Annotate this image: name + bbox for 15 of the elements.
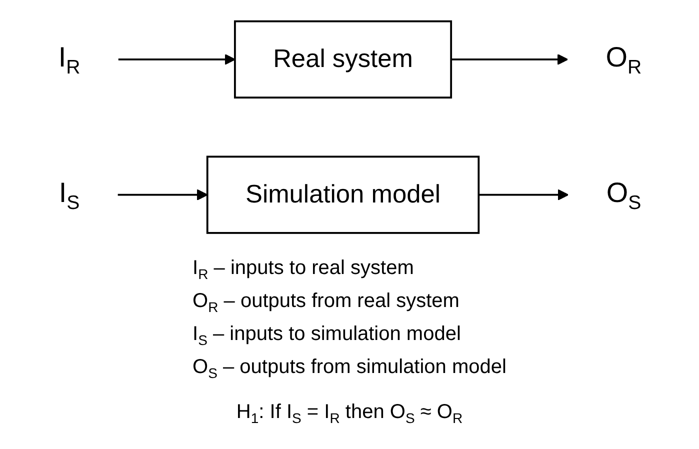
hypothesis-text: H$_{1}$: If I$_{S}$ = I$_{R}$ then O$_{S}$ ≈ O$_{R}$ bbox=[235, 400, 464, 428]
process-box: Real system bbox=[233, 20, 452, 99]
process-box: Simulation model bbox=[206, 156, 480, 234]
signal-label: O$_{R}$ bbox=[605, 42, 642, 80]
signal-label: I$_{S}$ bbox=[58, 177, 80, 214]
legend-note: O$_{R}$ – outputs from real system bbox=[192, 289, 460, 317]
signal-label: O$_{S}$ bbox=[606, 177, 641, 214]
legend-note: I$_{R}$ – inputs to real system bbox=[192, 256, 415, 284]
arrow bbox=[118, 54, 235, 66]
arrow bbox=[117, 190, 208, 201]
legend-note: I$_{S}$ – inputs to simulation model bbox=[192, 322, 462, 350]
signal-label: I$_{R}$ bbox=[58, 42, 80, 80]
legend-note: O$_{S}$ – outputs from simulation model bbox=[192, 355, 506, 383]
arrow bbox=[450, 54, 568, 66]
arrow bbox=[478, 190, 568, 201]
